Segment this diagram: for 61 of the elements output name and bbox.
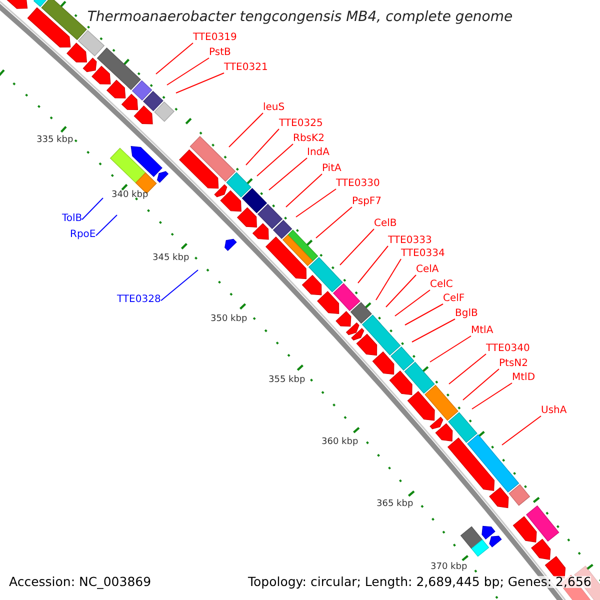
leader-line [96, 214, 118, 236]
gene-label: TTE0319 [193, 32, 237, 43]
leader-line [82, 198, 104, 220]
leader-line [268, 158, 308, 190]
leader-line [412, 318, 456, 342]
footer-text: Topology: circular; Length: 2,689,445 bp; Genes: 2,656 [248, 576, 592, 588]
gene-label: BglB [455, 308, 478, 319]
leader-line [394, 290, 430, 316]
map-title: Thermoanaerobacter tengcongensis MB4, complete genome [86, 10, 514, 24]
gene-label: IndA [307, 147, 330, 158]
scale-label: 345 kbp [152, 254, 190, 262]
scale-label: 350 kbp [210, 314, 248, 324]
scale-label: 335 kbp [36, 136, 74, 144]
leader-line [376, 258, 402, 300]
gene-label: CelB [374, 218, 397, 229]
gene-label: RbsK2 [293, 133, 324, 144]
gene-label: MtlD [512, 372, 536, 383]
gene-label: TTE0328 [117, 294, 161, 305]
leader-line [296, 188, 336, 218]
gene-label: PstB [209, 47, 231, 58]
gene-label: TTE0330 [336, 178, 380, 189]
leader-line [246, 128, 280, 166]
scale-label: 360 kbp [322, 438, 358, 446]
leader-line [160, 270, 198, 302]
gene-label: TTE0340 [486, 343, 530, 354]
gene-label: MtlA [471, 325, 494, 336]
gene-label: TTE0325 [279, 118, 323, 129]
leader-line [176, 72, 224, 94]
gene-label: RpoE [70, 229, 96, 240]
leader-line [256, 144, 294, 176]
leader-line [386, 274, 416, 308]
gene-label: TTE0333 [388, 235, 432, 246]
gene-label: TTE0321 [224, 62, 268, 73]
scale-label: 370 kbp [430, 562, 468, 572]
leader-line [228, 112, 264, 148]
leader-line [340, 228, 374, 266]
leader-line [404, 304, 444, 326]
leader-line [286, 174, 322, 208]
gene-label: PspF7 [352, 196, 382, 207]
leader-line [462, 368, 500, 400]
gene-label: PtsN2 [499, 358, 528, 369]
scale-label: 365 kbp [376, 500, 414, 508]
gene-label: PitA [322, 163, 342, 174]
footer-text: Accession: NC_003869 [9, 576, 152, 588]
gene-label: CelA [416, 264, 439, 275]
leader-line [358, 246, 388, 284]
leader-line [448, 354, 486, 384]
gene-label: CelF [443, 293, 465, 304]
gene-label: TolB [62, 213, 82, 224]
leader-line [430, 336, 472, 362]
leader-line [472, 382, 512, 410]
scale-label: 355 kbp [268, 376, 306, 384]
leader-line [156, 42, 194, 74]
gene-label: TTE0334 [401, 248, 445, 259]
gene-label: CelC [430, 279, 453, 290]
gene-label: UshA [541, 405, 567, 416]
gene-label: leuS [263, 102, 285, 113]
leader-line [166, 58, 210, 86]
leader-line [502, 416, 542, 446]
scale-label: 340 kbp [112, 190, 148, 200]
leader-line [316, 206, 352, 238]
